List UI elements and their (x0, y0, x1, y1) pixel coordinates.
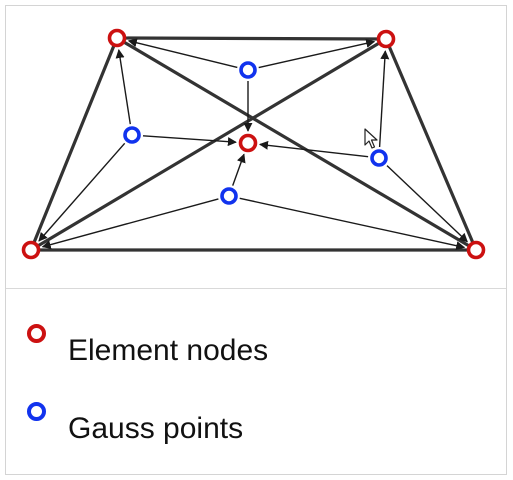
interpolation-arrows (38, 38, 468, 251)
interpolation-arrow (41, 198, 219, 250)
interpolation-arrow (378, 50, 390, 148)
node-center (238, 133, 258, 153)
gauss-top (239, 61, 257, 79)
mesh-svg (21, 28, 486, 260)
interpolation-arrow (115, 49, 131, 125)
element-edge (115, 36, 478, 252)
element-node-legend-icon (27, 324, 46, 343)
interpolation-arrow (127, 38, 238, 69)
node-bottom-left (21, 240, 41, 260)
gauss-left (123, 126, 141, 144)
element-edge (115, 36, 388, 41)
figure: Element nodes Gauss points (5, 5, 507, 475)
legend-label-gauss-points: Gauss points (68, 412, 244, 445)
divider (6, 288, 506, 289)
node-top-left (107, 28, 127, 48)
legend-item-gauss-points: Gauss points (6, 397, 506, 447)
interpolation-arrow (142, 135, 237, 147)
element-edge (29, 36, 119, 252)
gauss-right (370, 149, 388, 167)
legend-item-element-nodes: Element nodes (6, 319, 506, 369)
element-edge (384, 37, 478, 252)
gauss-bottom (220, 187, 238, 205)
mesh-diagram (6, 6, 506, 288)
mesh-points (21, 28, 486, 260)
legend: Element nodes Gauss points (6, 289, 506, 474)
interpolation-arrow (259, 140, 369, 158)
node-bottom-right (466, 240, 486, 260)
element-edges (29, 36, 478, 252)
node-top-right (376, 29, 396, 49)
interpolation-arrow (239, 197, 466, 251)
interpolation-arrow (38, 142, 126, 242)
mouse-pointer-icon (364, 128, 378, 149)
interpolation-arrow (232, 153, 246, 186)
interpolation-arrow (386, 165, 468, 243)
legend-label-element-nodes: Element nodes (68, 334, 269, 367)
gauss-point-legend-icon (27, 402, 46, 421)
interpolation-arrow (258, 38, 376, 69)
element-edge (29, 37, 388, 252)
